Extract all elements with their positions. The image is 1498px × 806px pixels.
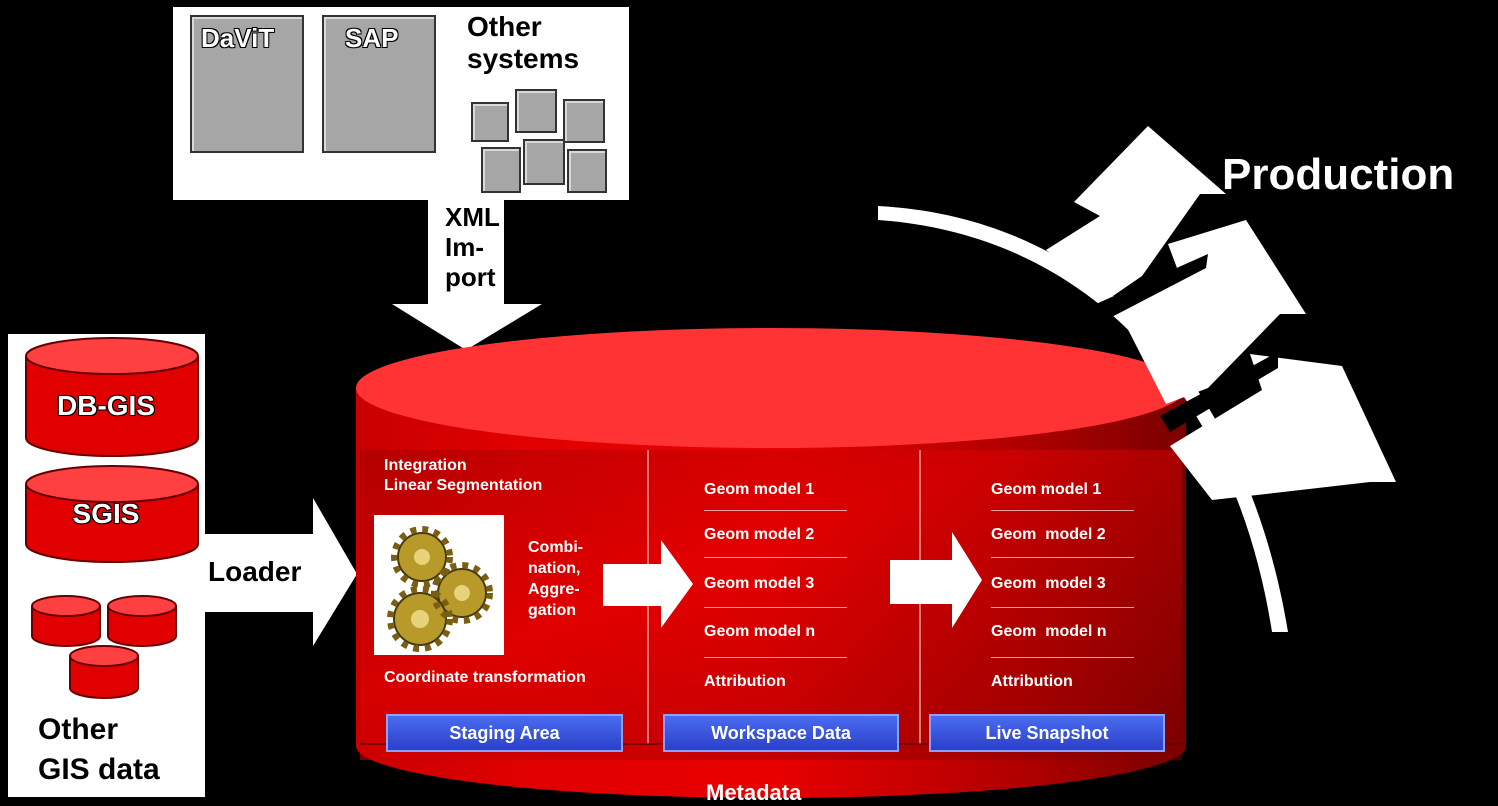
- divider: [991, 510, 1134, 511]
- workspace-model-1: Geom model 1: [704, 481, 815, 498]
- gis-databases: [25, 337, 199, 699]
- workspace-to-live-arrow: [890, 532, 982, 628]
- davit-label: DaViT: [201, 23, 275, 53]
- staging-area-button[interactable]: Staging Area: [386, 714, 623, 752]
- workspace-model-2: Geom model 2: [704, 526, 815, 543]
- other-system-square: [515, 89, 557, 133]
- source-systems-panel: DaViT SAP Other systems: [173, 7, 629, 200]
- combination-label: Combi- nation, Aggre- gation: [528, 539, 584, 619]
- staging-to-workspace-arrow: [603, 540, 693, 628]
- divider: [704, 607, 847, 608]
- sgis-label: SGIS: [72, 498, 140, 529]
- loader-arrow: [205, 498, 357, 646]
- workspace-data-button[interactable]: Workspace Data: [663, 714, 899, 752]
- other-system-square: [481, 147, 521, 193]
- other-gis-cylinder-2: [107, 595, 177, 647]
- sgis-cylinder: [25, 465, 199, 563]
- xml-import-arrow: [392, 200, 542, 350]
- other-system-square: [471, 102, 509, 142]
- gears-icon: [374, 515, 504, 655]
- other-system-square: [523, 139, 565, 185]
- metadata-label: Metadata: [706, 780, 802, 805]
- workspace-attribution: Attribution: [704, 673, 786, 690]
- divider: [704, 510, 847, 511]
- workspace-model-3: Geom model 3: [704, 575, 815, 592]
- workspace-model-n: Geom model n: [704, 623, 816, 640]
- divider: [991, 557, 1134, 558]
- sap-system-box: [322, 15, 436, 153]
- other-system-square: [567, 149, 607, 193]
- live-snapshot-button[interactable]: Live Snapshot: [929, 714, 1165, 752]
- divider: [991, 657, 1134, 658]
- davit-system-box: [190, 15, 304, 153]
- sap-label: SAP: [345, 23, 399, 53]
- production-label: Production: [1222, 150, 1455, 199]
- other-systems-label: Other systems: [467, 11, 580, 74]
- other-gis-cylinder-1: [31, 595, 101, 647]
- divider: [704, 557, 847, 558]
- live-model-2: Geom model 2: [991, 526, 1106, 543]
- coordinate-transformation-label: Coordinate transformation: [384, 669, 586, 686]
- divider: [704, 657, 847, 658]
- db-gis-cylinder: [25, 337, 199, 457]
- other-gis-label: Other GIS data: [38, 713, 160, 786]
- db-gis-label: DB-GIS: [57, 390, 155, 421]
- xml-import-label: XML Im- port: [445, 202, 500, 292]
- other-gis-cylinder-3: [69, 645, 139, 699]
- staging-heading: Integration Linear Segmentation: [384, 457, 543, 494]
- loader-label: Loader: [208, 556, 302, 587]
- production-arrows: [878, 126, 1396, 632]
- live-model-3: Geom model 3: [991, 575, 1106, 592]
- live-attribution: Attribution: [991, 673, 1073, 690]
- other-system-square: [563, 99, 605, 143]
- live-model-1: Geom model 1: [991, 481, 1102, 498]
- divider: [991, 607, 1134, 608]
- live-model-n: Geom model n: [991, 623, 1107, 640]
